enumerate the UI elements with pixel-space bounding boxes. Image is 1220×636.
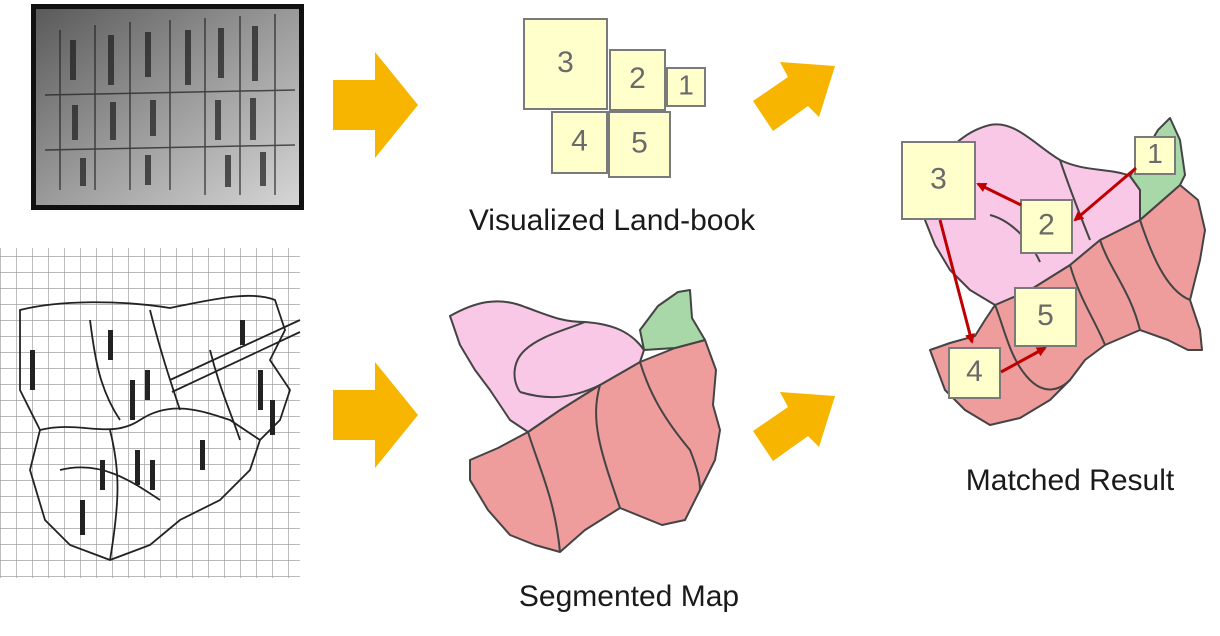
scanned-map <box>0 248 301 578</box>
svg-text:5: 5 <box>1037 299 1054 332</box>
matched-box-5: 5 <box>1014 287 1077 347</box>
landbook-box-2: 2 <box>609 49 666 111</box>
matched-box-4: 4 <box>948 347 1001 399</box>
landbook-photo <box>31 4 304 210</box>
arrow-top-left <box>333 52 418 158</box>
region-red <box>469 339 721 553</box>
matched-box-3: 3 <box>901 141 976 220</box>
svg-text:4: 4 <box>966 355 983 388</box>
landbook-box-1: 1 <box>666 67 706 107</box>
matching-arrows <box>938 166 1137 374</box>
caption-matched: Matched Result <box>966 464 1175 497</box>
match-arrow-3-to-4 <box>938 219 975 344</box>
match-arrow-2-to-3 <box>976 182 1022 207</box>
svg-text:2: 2 <box>1038 208 1055 241</box>
arrow-top-right <box>753 62 835 131</box>
segmented-map <box>449 289 721 553</box>
landbook-box-4: 4 <box>551 111 608 174</box>
svg-text:5: 5 <box>631 126 648 159</box>
landbook-box-3: 3 <box>523 18 608 110</box>
caption-landbook: Visualized Land-book <box>469 204 756 237</box>
arrow-bottom-right <box>753 392 835 461</box>
region-green <box>639 289 706 351</box>
svg-text:1: 1 <box>678 69 694 100</box>
caption-segmented: Segmented Map <box>519 580 739 613</box>
svg-text:2: 2 <box>629 62 646 95</box>
svg-text:3: 3 <box>930 162 947 195</box>
arrow-bottom-left <box>333 362 418 468</box>
match-arrow-1-to-2 <box>1073 166 1137 222</box>
svg-text:1: 1 <box>1147 138 1163 169</box>
svg-text:4: 4 <box>571 124 588 157</box>
svg-text:3: 3 <box>557 46 574 79</box>
matched-box-1: 1 <box>1134 136 1176 175</box>
matched-box-2: 2 <box>1020 199 1073 254</box>
landbook-box-5: 5 <box>608 111 671 178</box>
match-arrow-4-to-5 <box>1000 346 1047 374</box>
